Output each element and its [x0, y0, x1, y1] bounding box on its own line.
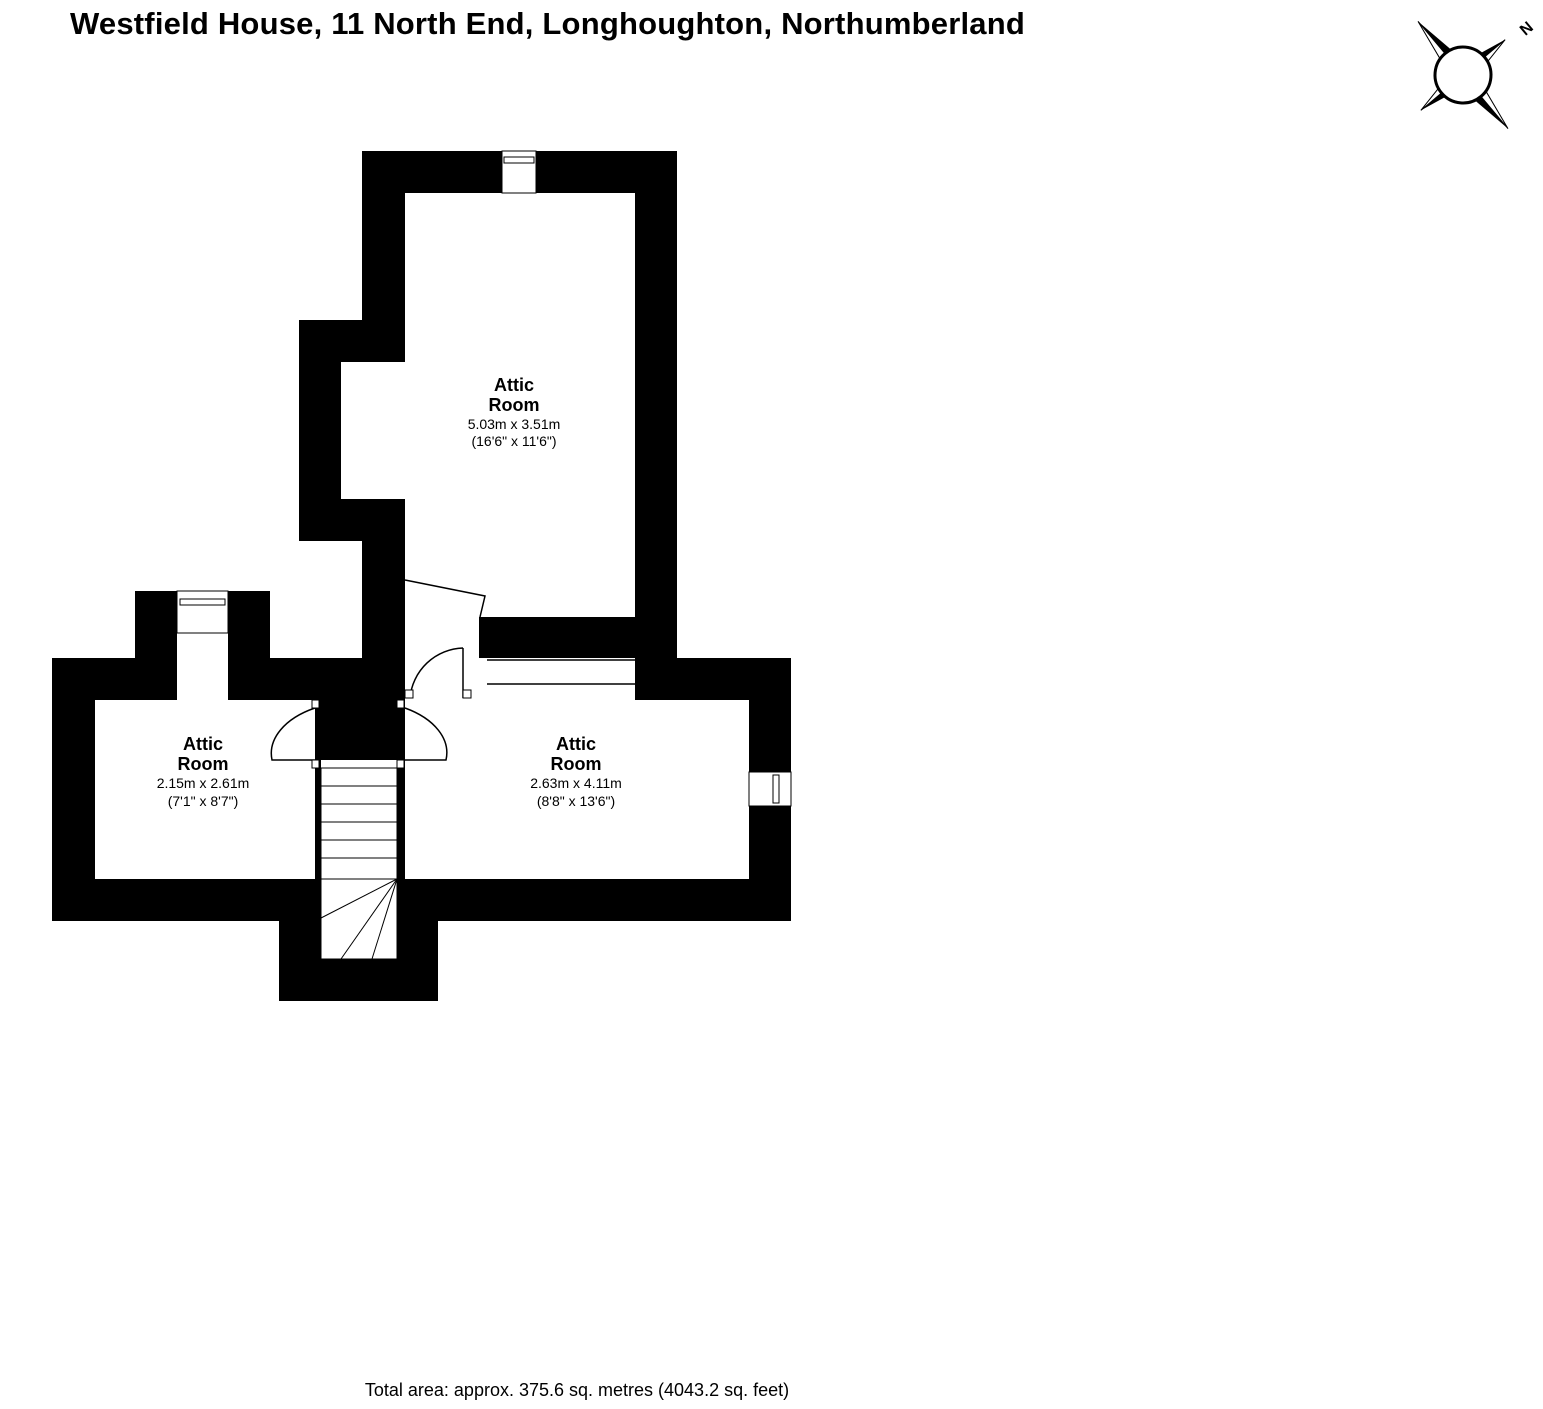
room-label-top: Attic Room 5.03m x 3.51m (16'6" x 11'6"): [468, 375, 561, 449]
room-left-imperial: (7'1" x 8'7"): [168, 793, 239, 809]
room-top-imperial: (16'6" x 11'6"): [471, 433, 556, 449]
window-left: [176, 590, 229, 634]
partition-walls: [315, 541, 405, 879]
room-left-metric: 2.15m x 2.61m: [157, 775, 250, 791]
room-right-name-2: Room: [551, 754, 602, 774]
attic-room-top-floor: [341, 193, 635, 698]
room-left-name-1: Attic: [183, 734, 223, 754]
room-top-name-2: Room: [489, 395, 540, 415]
room-right-name-1: Attic: [556, 734, 596, 754]
compass-icon: [1417, 21, 1509, 129]
loft-hatch: [338, 706, 382, 760]
attic-room-right-floor: [405, 700, 749, 879]
room-left-name-2: Room: [178, 754, 229, 774]
compass-north-label: N: [1517, 19, 1537, 39]
page-title: Westfield House, 11 North End, Longhough…: [70, 6, 1025, 41]
room-label-right: Attic Room 2.63m x 4.11m (8'8" x 13'6"): [530, 734, 622, 809]
room-right-imperial: (8'8" x 13'6"): [537, 793, 615, 809]
room-right-metric: 2.63m x 4.11m: [530, 775, 622, 791]
floor-areas: [95, 193, 749, 959]
door-jambs: [311, 689, 472, 769]
window-right: [748, 771, 792, 807]
window-top: [501, 150, 537, 194]
stair-floor: [321, 760, 397, 959]
right-bay: [479, 658, 635, 700]
room-top-name-1: Attic: [494, 375, 534, 395]
room-label-left: Attic Room 2.15m x 2.61m (7'1" x 8'7"): [157, 734, 250, 809]
room-top-metric: 5.03m x 3.51m: [468, 416, 561, 432]
left-window-bay: [177, 633, 228, 700]
staircase: [320, 767, 398, 960]
attic-room-left-floor: [95, 700, 321, 879]
total-area-footer: Total area: approx. 375.6 sq. metres (40…: [364, 1380, 790, 1400]
door-top-room: [404, 579, 486, 618]
door-swings: [270, 579, 486, 761]
door-landing: [270, 707, 448, 761]
